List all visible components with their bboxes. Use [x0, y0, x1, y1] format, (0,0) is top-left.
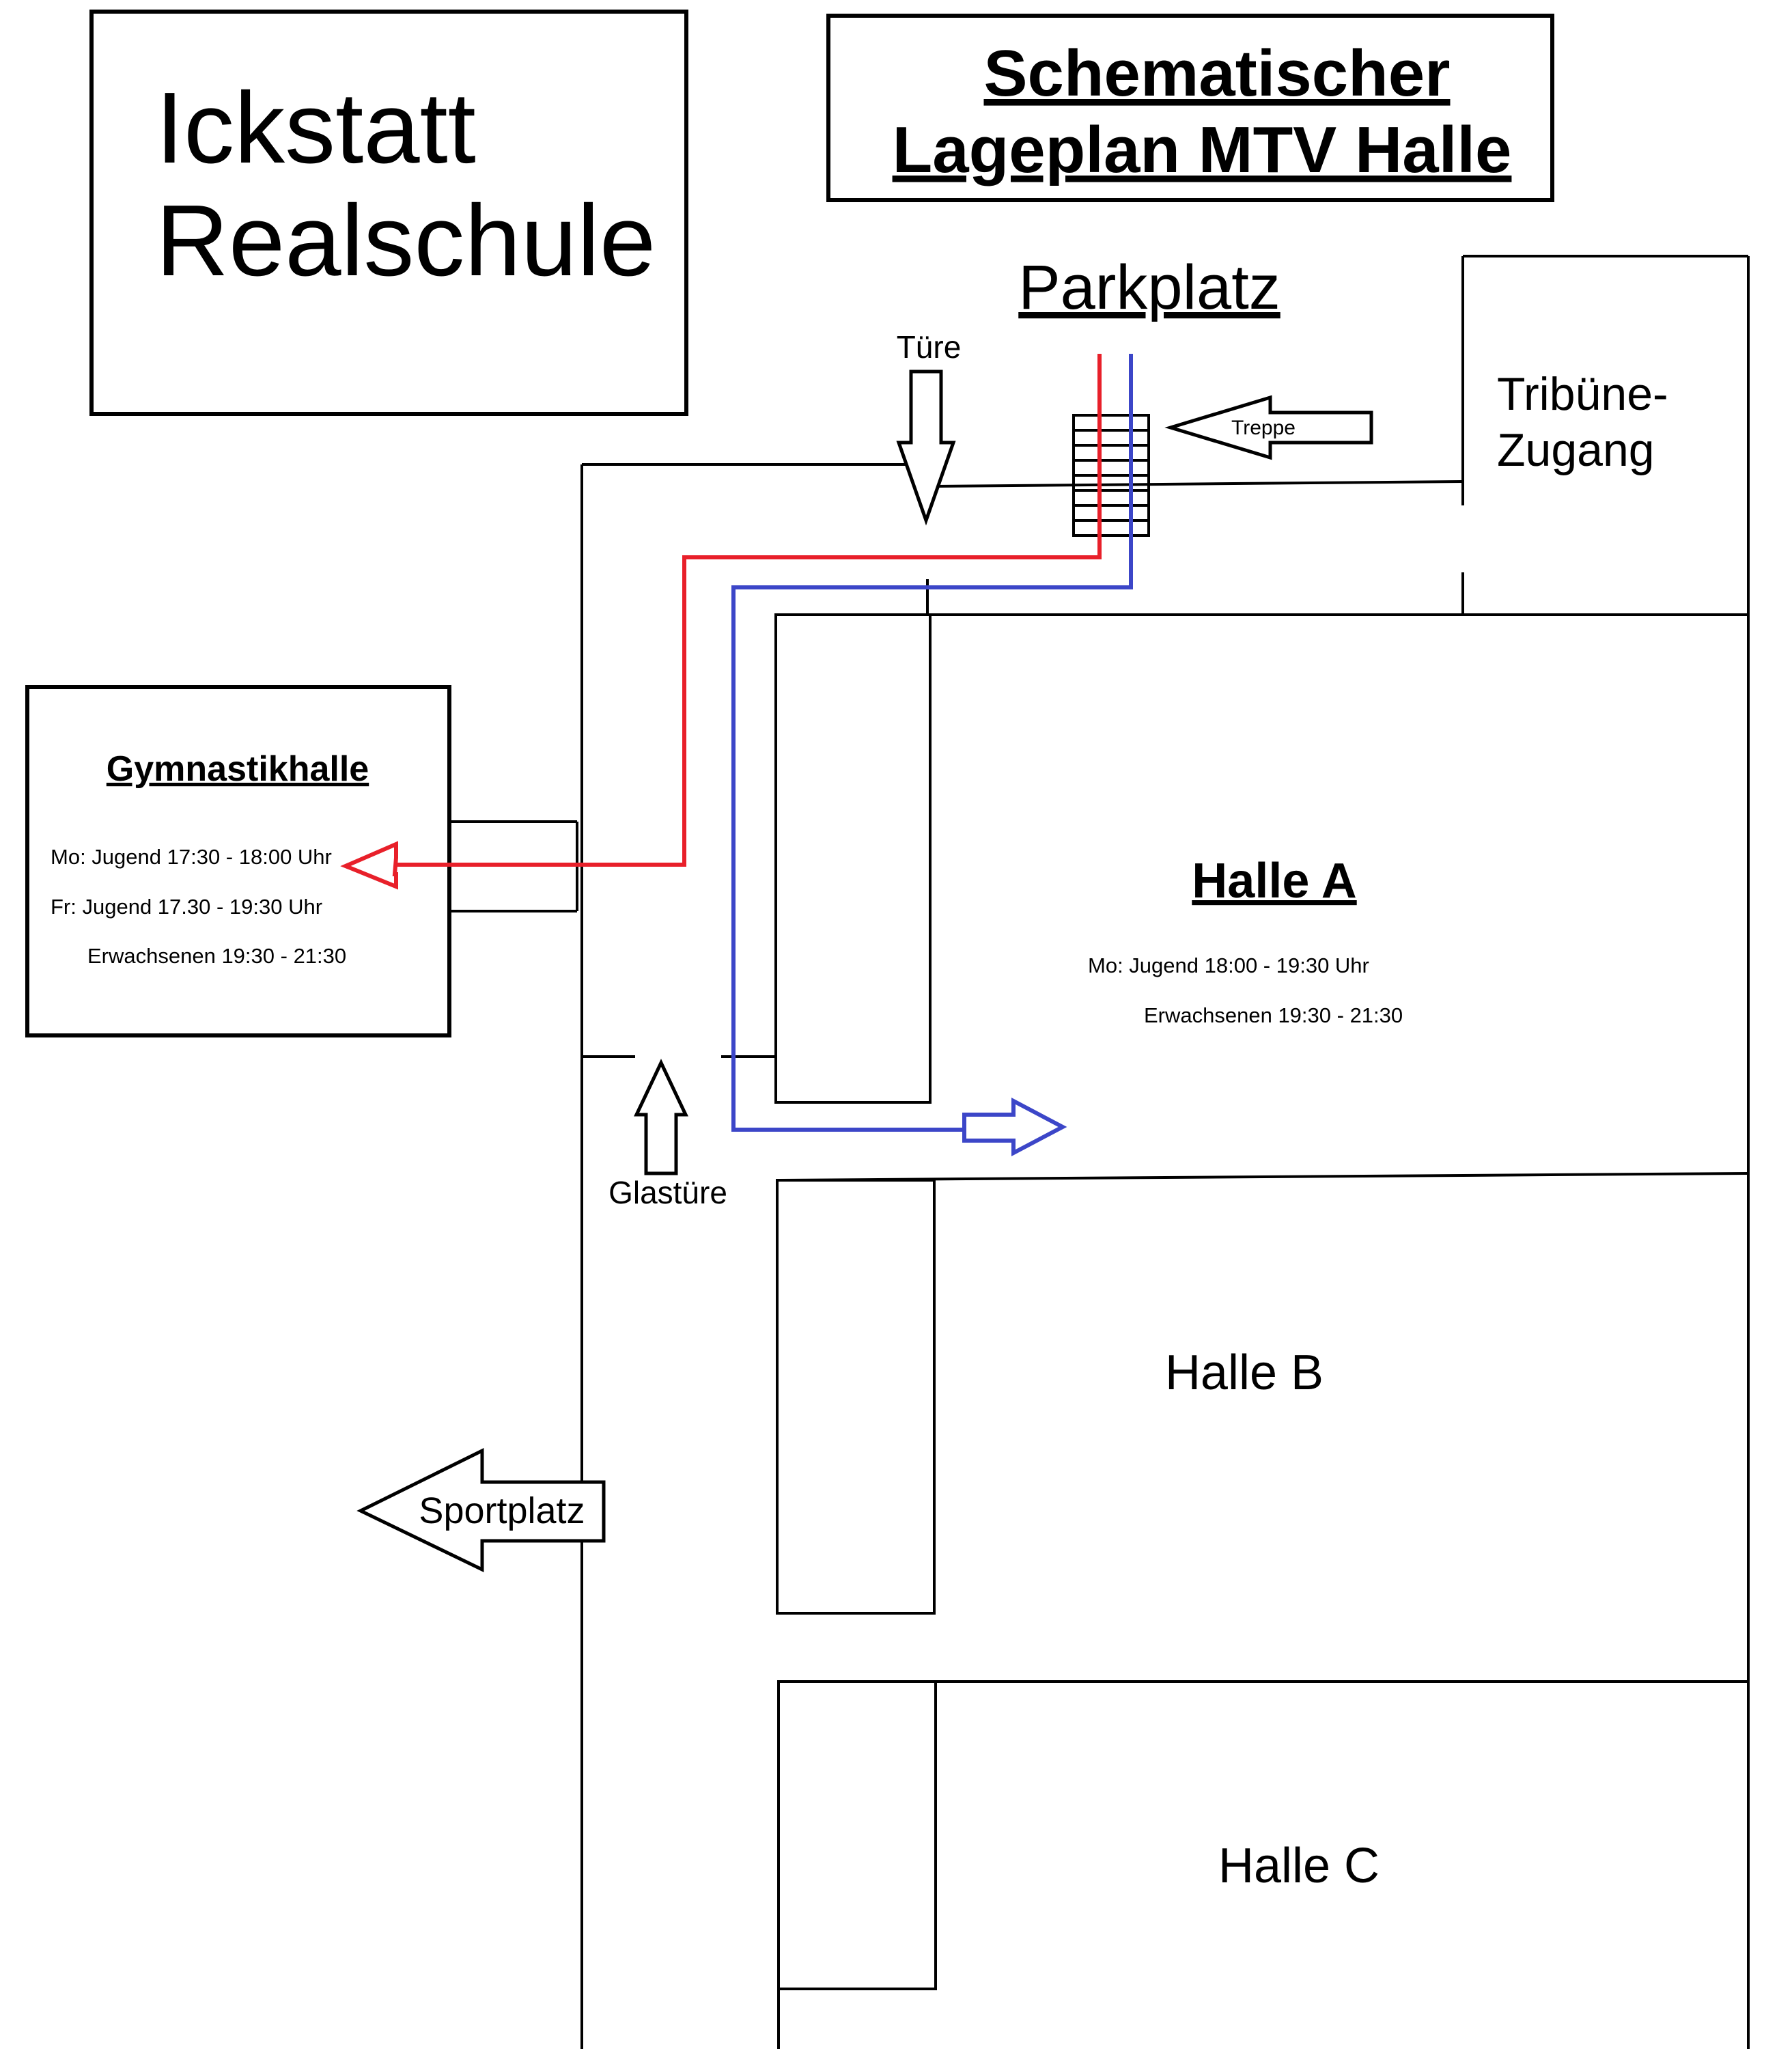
school-name-line1: Ickstatt [156, 72, 476, 184]
gym-schedule-line3: Erwachsenen 19:30 - 21:30 [87, 944, 346, 968]
halle-a-title: Halle A [1192, 854, 1356, 908]
sports-field-arrow: Sportplatz [356, 1447, 606, 1572]
gym-schedule-line2: Fr: Jugend 17.30 - 19:30 Uhr [51, 895, 322, 919]
halle-b: Halle B [776, 1179, 1748, 1683]
door-label: Türe [897, 329, 962, 365]
glass-door-arrow: Glastüre [608, 1059, 727, 1210]
sports-field-label: Sportplatz [419, 1490, 585, 1531]
main-building [580, 256, 1750, 2049]
tribune-access: Tribüne- Zugang [1461, 255, 1748, 615]
parking-label: Parkplatz [1018, 253, 1280, 322]
title-line1: Schematischer [983, 37, 1450, 110]
school-name-line2: Realschule [156, 184, 656, 297]
halle-c: Halle C [777, 1680, 1380, 2049]
tribune-label-line1: Tribüne- [1497, 368, 1668, 420]
school-box: Ickstatt Realschule [89, 10, 688, 416]
title-line2: Lageplan MTV Halle [893, 113, 1512, 186]
gymnastikhalle-title: Gymnastikhalle [107, 749, 369, 789]
glass-door-label: Glastüre [608, 1175, 727, 1210]
halle-b-title: Halle B [1165, 1346, 1324, 1400]
stairs-arrow: Treppe [1164, 395, 1373, 460]
stairs-icon [1072, 414, 1150, 537]
halle-a-schedule-line2: Erwachsenen 19:30 - 21:30 [1144, 1003, 1403, 1027]
halle-a-schedule-line1: Mo: Jugend 18:00 - 19:30 Uhr [1088, 953, 1369, 977]
halle-c-title: Halle C [1218, 1839, 1380, 1893]
route-to-gymnastikhalle [340, 354, 1102, 890]
halle-a: Halle A Mo: Jugend 18:00 - 19:30 Uhr Erw… [721, 613, 1749, 1182]
gymnastikhalle: Gymnastikhalle Mo: Jugend 17:30 - 18:00 … [25, 685, 578, 1037]
route-to-halle-a [731, 354, 1133, 1156]
title-box: Schematischer Lageplan MTV Halle [826, 14, 1554, 202]
gym-schedule-line1: Mo: Jugend 17:30 - 18:00 Uhr [51, 845, 332, 869]
door-arrow: Türe [896, 329, 962, 526]
stairs-label: Treppe [1231, 417, 1296, 439]
tribune-label-line2: Zugang [1497, 424, 1655, 476]
